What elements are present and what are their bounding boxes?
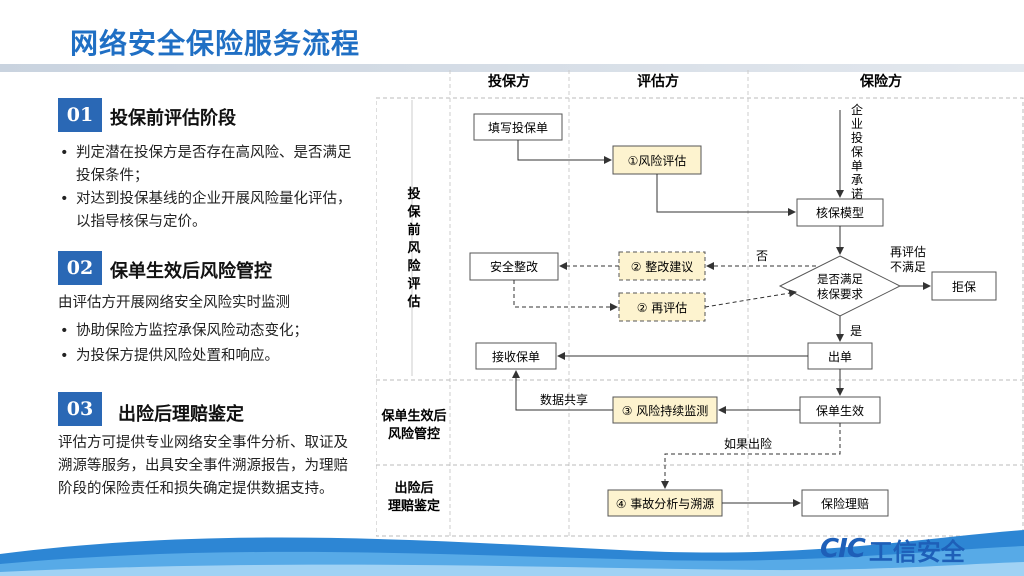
node-fix-advice: ② 整改建议: [631, 259, 694, 274]
section-1-bullet-1: 判定潜在投保方是否存在高风险、是否满足投保条件；: [76, 145, 352, 184]
row-label-claims-line1: 出险后: [394, 480, 433, 496]
node-analysis: ④ 事故分析与溯源: [616, 496, 715, 511]
node-decision-line2: 核保要求: [817, 287, 863, 301]
section-3-number: 03: [58, 392, 102, 426]
node-claim: 保险理赔: [821, 496, 869, 511]
node-claim-box: [801, 489, 889, 517]
footer-wave: [0, 530, 1024, 576]
node-commitment: 企业投保单承诺: [851, 102, 863, 201]
section-2-bullet-2: 为投保方提供风险处置和响应。: [76, 348, 279, 364]
section-3-body: 评估方可提供专业网络安全事件分析、取证及溯源等服务，出具安全事件溯源报告，为理赔…: [58, 435, 348, 497]
brand-logo: CIC 工信安全: [820, 534, 965, 566]
diagram-frame: [376, 97, 1024, 537]
column-header-insured: 投保方: [488, 73, 530, 90]
title-divider: [0, 64, 1024, 72]
section-1-title: 投保前评估阶段: [110, 108, 236, 129]
brand-mark: CIC: [820, 534, 866, 564]
section-2-bullet-1: 协助保险方监控承保风险动态变化；: [76, 323, 308, 339]
label-if-incident: 如果出险: [724, 436, 772, 451]
bullet-dot: •: [60, 323, 69, 339]
row-label-pre-underwriting: 投保前风险评估: [406, 186, 421, 310]
node-effective-box: [799, 396, 881, 424]
column-header-insurer: 保险方: [859, 73, 902, 90]
node-fill-form: 填写投保单: [488, 120, 548, 135]
node-receive: 接收保单: [492, 349, 540, 364]
row-label-post-issue-line1: 保单生效后: [380, 408, 446, 424]
label-reeval-fail-1: 再评估: [890, 245, 926, 259]
node-safety-fix-box: [469, 252, 559, 281]
node-receive-box: [475, 342, 557, 370]
label-reeval-fail-2: 不满足: [890, 260, 926, 274]
node-uw-model-box: [796, 198, 884, 227]
brand-name: 工信安全: [868, 537, 965, 566]
section-1-number: 01: [58, 98, 102, 132]
node-reeval-box: [618, 292, 706, 322]
bullet-dot: •: [60, 191, 69, 207]
edge-reeval-to-decision: [704, 289, 797, 308]
section-2-number: 02: [58, 251, 102, 285]
node-reeval: ② 再评估: [637, 301, 688, 315]
page-title: 网络安全保险服务流程: [70, 27, 361, 60]
section-2-title: 保单生效后风险管控: [110, 261, 272, 282]
label-yes: 是: [850, 324, 862, 338]
node-safety-fix: 安全整改: [490, 259, 538, 274]
row-label-post-issue-line2: 风险管控: [388, 426, 440, 442]
node-effective: 保单生效: [816, 403, 864, 418]
edge-effective-to-analysis: [661, 423, 841, 489]
edge-eval-to-model: [656, 174, 796, 216]
column-header-assessor: 评估方: [637, 73, 679, 90]
node-reject: 拒保: [952, 280, 976, 294]
node-fix-advice-box: [618, 251, 706, 281]
edge-fix-to-reeval: [513, 280, 618, 311]
bullet-dot: •: [60, 348, 69, 364]
section-3-title: 出险后理赔鉴定: [118, 404, 244, 425]
node-monitor-box: [612, 396, 718, 424]
node-risk-eval: ①风险评估: [628, 153, 687, 168]
section-1-bullet-2: 对达到投保基线的企业开展风险量化评估，以指导核保与定价。: [76, 191, 352, 230]
flow-diagram: 投保方 评估方 保险方 投保前风险评估 保单生效后 风险管控 出险后 理赔鉴定 …: [376, 70, 1024, 537]
node-decision-line1: 是否满足: [817, 272, 863, 286]
section-2-intro: 由评估方开展网络安全风险实时监测: [58, 295, 290, 311]
node-monitor: ③ 风险持续监测: [622, 403, 709, 418]
edge-form-to-eval: [517, 140, 612, 164]
node-issue: 出单: [828, 350, 852, 364]
edge-monitor-to-receive: [512, 370, 613, 411]
node-decision-diamond: [778, 255, 902, 317]
node-reject-box: [931, 271, 997, 301]
bullet-dot: •: [60, 145, 69, 161]
row-label-claims-line2: 理赔鉴定: [388, 498, 440, 514]
node-uw-model: 核保模型: [816, 206, 864, 220]
label-data-share: 数据共享: [540, 392, 588, 407]
node-risk-eval-box: [612, 145, 702, 175]
label-no: 否: [756, 249, 768, 263]
